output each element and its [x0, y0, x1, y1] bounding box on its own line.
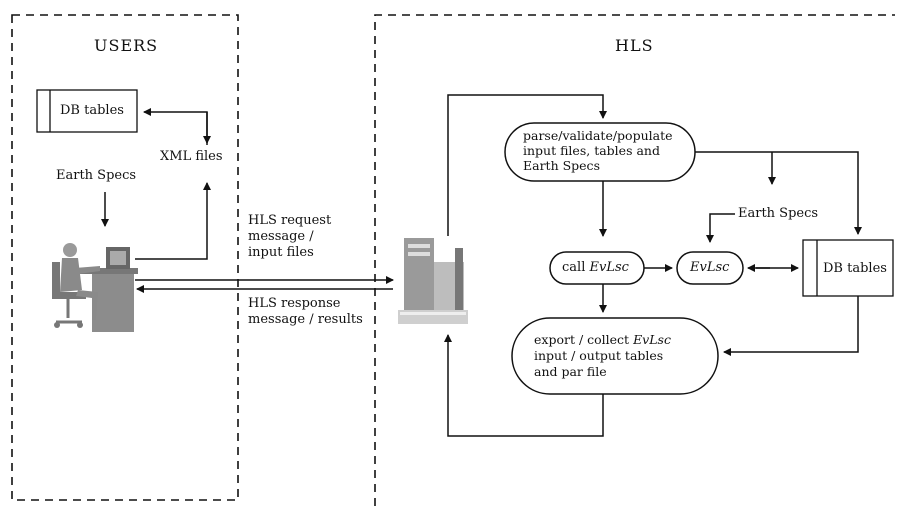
- server-to-parse-connector: [447, 94, 607, 236]
- call-prefix: call: [562, 260, 590, 275]
- server-computer-icon: [398, 238, 468, 324]
- request-label-line2: message /: [248, 229, 314, 244]
- hls-earth-specs-connector: [706, 213, 735, 243]
- users-earth-specs-label: Earth Specs: [56, 168, 137, 183]
- request-label-line1: HLS request: [248, 213, 332, 228]
- parse-label-line3: Earth Specs: [523, 158, 600, 173]
- xml-user-connector: [135, 182, 211, 260]
- users-db-tables-label: DB tables: [60, 103, 124, 118]
- export-box: [511, 317, 719, 395]
- evlsc-box: [676, 251, 744, 285]
- hls-title: HLS: [615, 36, 654, 55]
- users-db-tables-box: [36, 89, 138, 133]
- hls-earth-specs-label: Earth Specs: [738, 206, 819, 221]
- call-evlsc-name: EvLsc: [589, 260, 629, 275]
- parse-to-db-connector: [695, 151, 862, 235]
- call-evlsc-label: call EvLsc: [562, 260, 629, 276]
- export-label-line2: input / output tables: [534, 348, 664, 363]
- db-xml-connector: [143, 108, 211, 145]
- export-to-server-connector: [444, 334, 604, 437]
- response-label-line1: HLS response: [248, 296, 341, 311]
- response-label-line2: message / results: [248, 312, 363, 327]
- xml-files-label: XML files: [160, 149, 223, 164]
- hls-db-tables-box: [802, 239, 894, 297]
- hls-boundary: [374, 14, 895, 506]
- export-evlsc-name: EvLsc: [633, 332, 671, 347]
- export-prefix: export / collect: [534, 332, 634, 347]
- users-boundary: [11, 14, 239, 501]
- export-label-line3: and par file: [534, 364, 607, 379]
- users-title: USERS: [94, 36, 159, 55]
- db-to-export-connector: [723, 296, 859, 356]
- hls-db-tables-label: DB tables: [823, 261, 887, 276]
- evlsc-label: EvLsc: [690, 260, 730, 275]
- user-at-workstation-icon: [52, 243, 138, 332]
- parse-label-line2: input files, tables and: [523, 143, 660, 158]
- export-label-line1: export / collect EvLsc: [534, 332, 671, 348]
- request-label-line3: input files: [248, 245, 314, 260]
- parse-label-line1: parse/validate/populate: [523, 128, 673, 143]
